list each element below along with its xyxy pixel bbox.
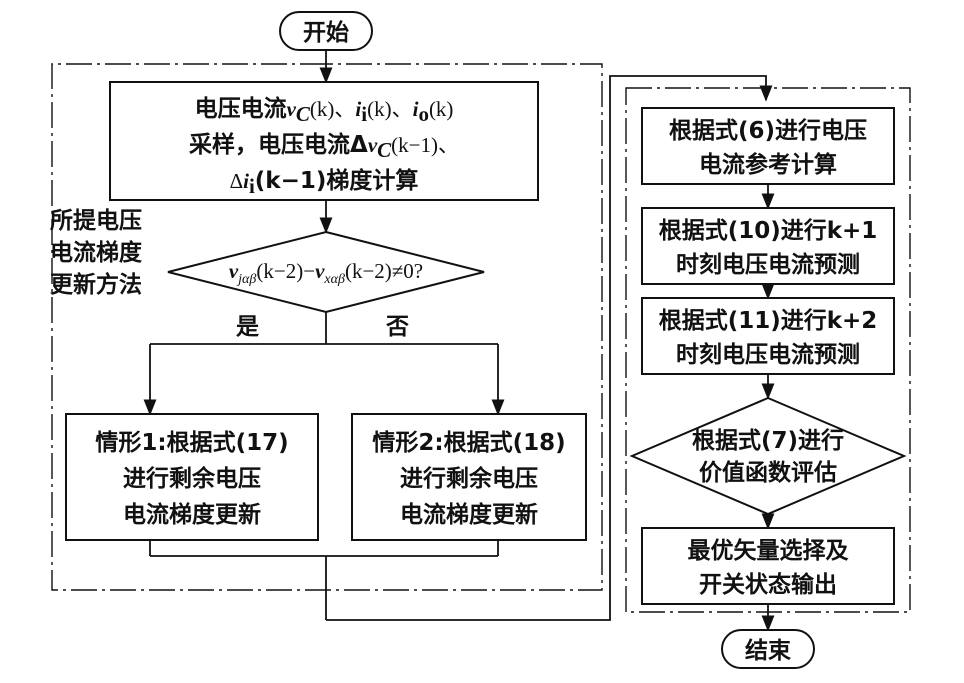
cost-function-line-2: 价值函数评估 <box>699 459 837 486</box>
branch-connectors <box>143 312 505 416</box>
sampling-box: 电压电流vC(k)、ii(k)、io(k) 采样，电压电流ΔvC(k−1)、 Δ… <box>109 81 539 201</box>
case1-box: 情形1:根据式(17) 进行剩余电压 电流梯度更新 <box>65 413 319 541</box>
prediction-k2-box: 根据式(11)进行k+2 时刻电压电流预测 <box>641 297 895 375</box>
gradient-decision-diamond: vjαβ(k−2)−vxαβ(k−2)≠0? <box>167 230 485 314</box>
left-method-boundary <box>51 63 603 591</box>
end-label: 结束 <box>745 638 792 664</box>
case1-line-2: 进行剩余电压 <box>123 465 261 492</box>
case2-line-1: 情形2:根据式(18) <box>372 430 565 456</box>
prediction-k1-line-1: 根据式(10)进行k+1 <box>659 217 878 244</box>
method-label-line-2: 电流梯度 <box>50 239 143 266</box>
start-label: 开始 <box>303 19 349 46</box>
arrow-to-right-panel <box>326 75 773 621</box>
case2-box: 情形2:根据式(18) 进行剩余电压 电流梯度更新 <box>351 413 587 541</box>
method-label-line-3: 更新方法 <box>50 271 142 298</box>
optimal-vector-line-1: 最优矢量选择及 <box>688 537 849 564</box>
case2-line-3: 电流梯度更新 <box>400 501 538 528</box>
prediction-k2-line-2: 时刻电压电流预测 <box>676 341 860 368</box>
start-terminator: 开始 <box>279 11 373 51</box>
optimal-vector-box: 最优矢量选择及 开关状态输出 <box>641 527 895 605</box>
decision-condition: vjαβ(k−2)−vxαβ(k−2)≠0? <box>229 259 423 287</box>
prediction-k2-line-1: 根据式(11)进行k+2 <box>659 307 878 334</box>
sampling-line-2: 采样，电压电流ΔvC(k−1)、 <box>189 131 459 162</box>
yes-label: 是 <box>236 314 259 340</box>
sampling-line-1: 电压电流vC(k)、ii(k)、io(k) <box>195 95 454 126</box>
end-terminator: 结束 <box>721 629 815 669</box>
sampling-line-3: Δii(k−1)梯度计算 <box>230 167 419 198</box>
optimal-vector-line-2: 开关状态输出 <box>699 571 837 598</box>
method-label-line-1: 所提电压 <box>50 207 142 234</box>
reference-calc-line-2: 电流参考计算 <box>699 151 837 178</box>
cost-function-line-1: 根据式(7)进行 <box>692 427 844 454</box>
case1-line-1: 情形1:根据式(17) <box>95 430 288 456</box>
prediction-k1-line-2: 时刻电压电流预测 <box>676 251 860 278</box>
merge-connectors <box>149 75 773 621</box>
prediction-k1-box: 根据式(10)进行k+1 时刻电压电流预测 <box>641 207 895 285</box>
case1-line-3: 电流梯度更新 <box>123 501 261 528</box>
case2-line-2: 进行剩余电压 <box>400 465 538 492</box>
reference-calc-box: 根据式(6)进行电压 电流参考计算 <box>641 107 895 185</box>
cost-function-diamond: 根据式(7)进行 价值函数评估 <box>629 396 907 516</box>
no-label: 否 <box>385 314 409 340</box>
method-label: 所提电压 电流梯度 更新方法 <box>50 207 143 298</box>
reference-calc-line-1: 根据式(6)进行电压 <box>669 117 867 144</box>
